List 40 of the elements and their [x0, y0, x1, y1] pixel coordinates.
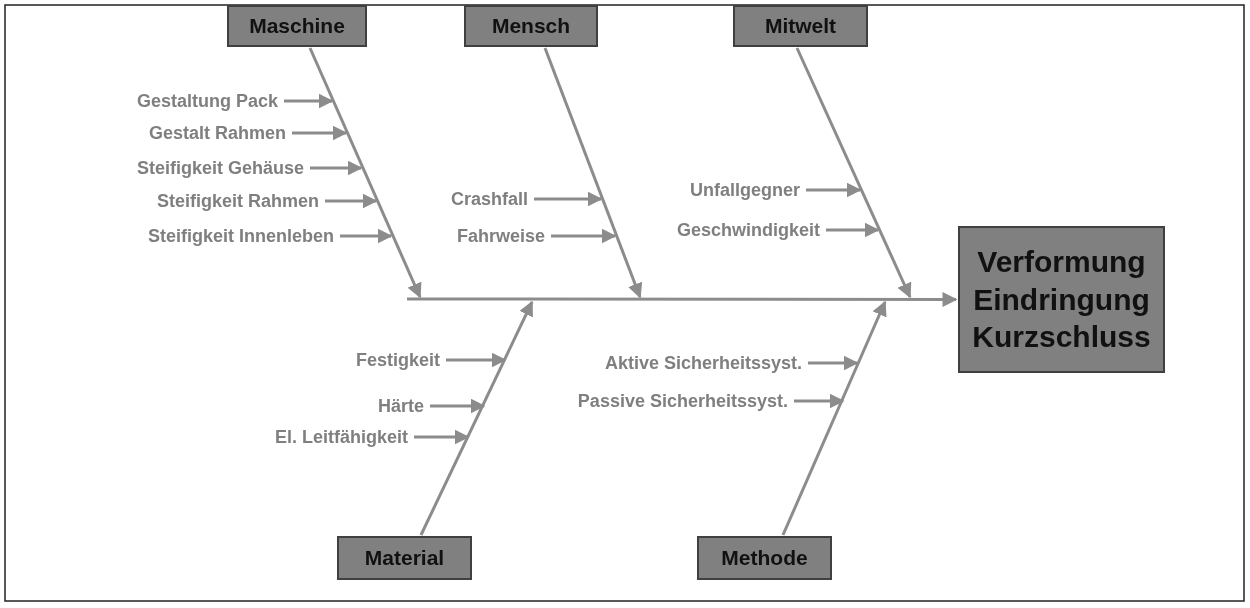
cause-label: Gestalt Rahmen [148, 124, 286, 142]
cause-label: Gestaltung Pack [136, 92, 278, 110]
cause-arrow [826, 222, 880, 238]
cause-arrow [292, 125, 348, 141]
category-box: Maschine [227, 5, 367, 47]
cause-arrow [430, 398, 486, 414]
cause-arrow [414, 429, 470, 445]
cause-arrow [806, 182, 862, 198]
cause-arrow [310, 160, 363, 176]
cause-label: Unfallgegner [690, 181, 800, 199]
cause-label: Fahrweise [456, 227, 545, 245]
cause-label: Steifigkeit Rahmen [156, 192, 319, 210]
cause-arrow [340, 228, 393, 244]
cause-arrow [551, 228, 617, 244]
cause-label: Härte [377, 397, 424, 415]
cause-label: Passive Sicherheitssyst. [577, 392, 788, 410]
cause-label: Steifigkeit Gehäuse [136, 159, 304, 177]
cause-arrow [284, 93, 334, 109]
cause-label: Steifigkeit Innenleben [147, 227, 334, 245]
bone-arrow [543, 47, 643, 299]
bone-arrow [308, 47, 422, 299]
cause-label: El. Leitfähigkeit [274, 428, 408, 446]
cause-label: Crashfall [450, 190, 528, 208]
spine-arrow [407, 292, 958, 307]
cause-label: Geschwindigkeit [676, 221, 820, 239]
category-box: Mitwelt [733, 5, 868, 47]
category-box: Methode [697, 536, 832, 580]
category-box: Mensch [464, 5, 598, 47]
bone-arrow [795, 47, 912, 299]
cause-arrow [534, 191, 603, 207]
category-box: Material [337, 536, 472, 580]
bone-arrow [419, 300, 534, 536]
cause-label: Aktive Sicherheitssyst. [604, 354, 802, 372]
cause-label: Festigkeit [355, 351, 440, 369]
bone-arrow [781, 300, 887, 536]
cause-arrow [794, 393, 845, 409]
effect-box: Verformung Eindringung Kurzschluss [958, 226, 1165, 373]
cause-arrow [325, 193, 378, 209]
cause-arrow [808, 355, 859, 371]
cause-arrow [446, 352, 507, 368]
